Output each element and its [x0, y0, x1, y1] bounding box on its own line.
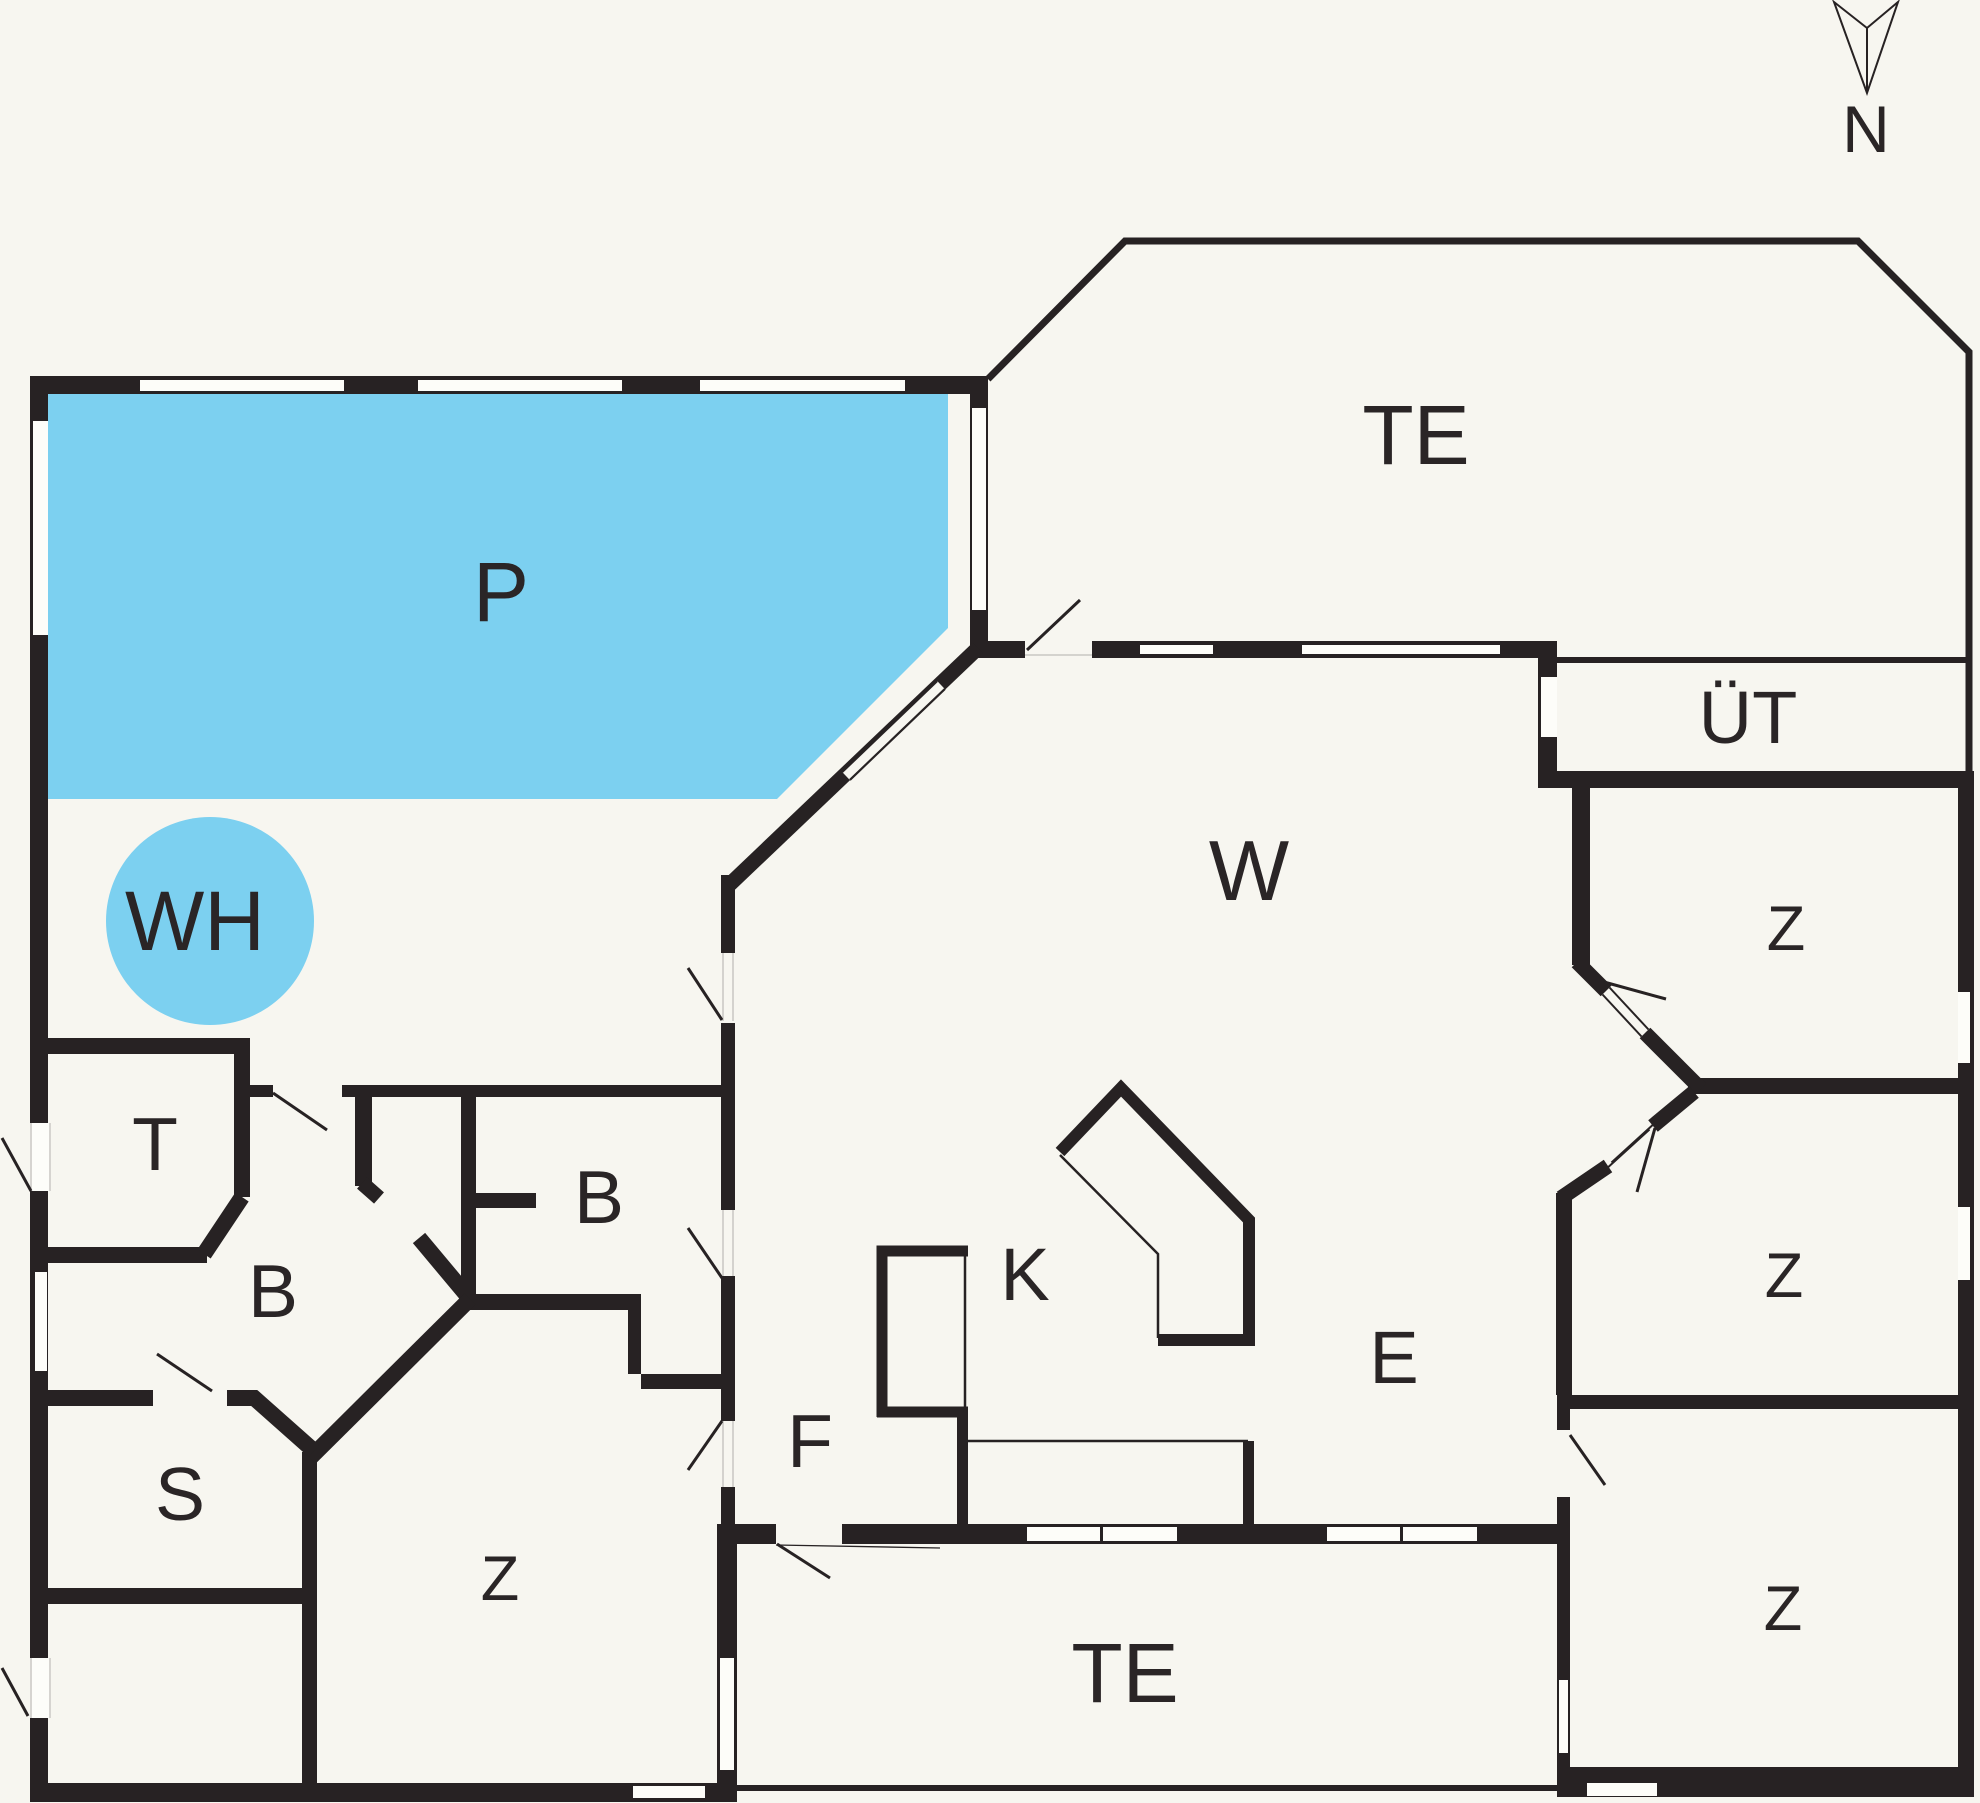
svg-text:B: B	[574, 1155, 624, 1239]
svg-text:T: T	[132, 1102, 178, 1186]
svg-text:Z: Z	[481, 1544, 519, 1614]
svg-text:F: F	[787, 1399, 833, 1483]
svg-text:E: E	[1369, 1316, 1418, 1399]
svg-text:Z: Z	[1765, 1241, 1803, 1311]
svg-text:N: N	[1842, 92, 1890, 166]
svg-text:B: B	[248, 1249, 298, 1333]
svg-text:W: W	[1209, 824, 1289, 919]
svg-text:WH: WH	[125, 874, 265, 968]
svg-text:TE: TE	[1362, 388, 1469, 482]
svg-text:P: P	[473, 545, 529, 639]
svg-text:Z: Z	[1767, 894, 1805, 964]
svg-text:TE: TE	[1071, 1626, 1178, 1720]
svg-text:S: S	[155, 1452, 205, 1536]
svg-text:ÜT: ÜT	[1699, 676, 1798, 759]
svg-text:K: K	[1000, 1233, 1049, 1316]
svg-text:Z: Z	[1764, 1574, 1802, 1644]
